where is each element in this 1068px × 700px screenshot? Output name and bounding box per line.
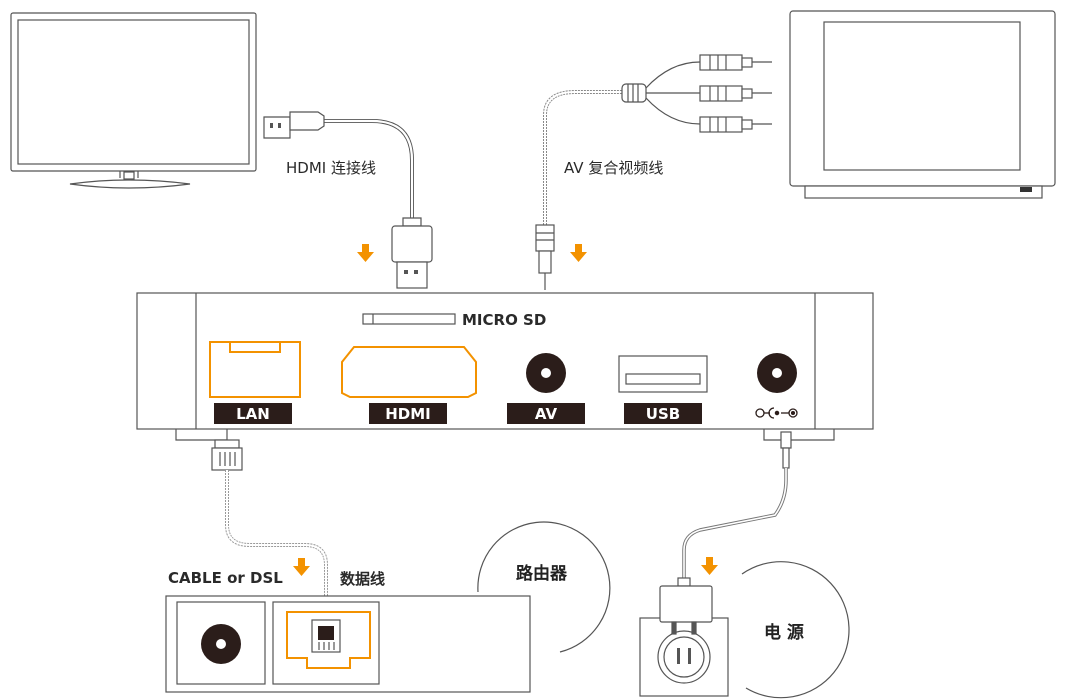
cable-dsl-label: CABLE or DSL [168, 569, 283, 587]
power-label: 电 源 [764, 622, 804, 643]
lan-port-label: LAN [236, 405, 270, 423]
hdmi-cable-label: HDMI 连接线 [286, 159, 376, 177]
power-adapter [659, 577, 713, 635]
dc-power-symbol-icon [755, 407, 798, 419]
arrow-down-icon [701, 557, 718, 575]
dc-power-port [757, 353, 797, 393]
hdmi-port [341, 346, 477, 398]
av-port-label-bg [507, 403, 585, 424]
tv-monitor-left [10, 12, 257, 189]
wall-socket [639, 617, 729, 697]
hdmi-port-label: HDMI [385, 405, 431, 423]
power-cable [682, 431, 792, 580]
modem-lan-port [286, 611, 371, 669]
av-cable-label: AV 复合视频线 [564, 159, 663, 177]
av-cable [535, 54, 772, 290]
tv-monitor-right [789, 10, 1056, 199]
usb-port-label: USB [646, 405, 680, 423]
usb-port [618, 355, 708, 393]
router-circle [477, 521, 611, 653]
arrow-down-icon [357, 244, 374, 262]
arrow-down-icon [570, 244, 587, 262]
hdmi-port-label-bg [369, 403, 447, 424]
lan-plug [311, 619, 341, 653]
arrow-down-icon [293, 558, 310, 576]
micro-sd-label: MICRO SD [462, 311, 546, 329]
hdmi-cable [263, 111, 433, 289]
power-circle [741, 561, 850, 699]
coax-port [201, 624, 241, 664]
usb-port-label-bg [624, 403, 702, 424]
av-port-label: AV [535, 405, 558, 423]
data-cable-label: 数据线 [340, 570, 385, 588]
lan-port [209, 341, 301, 398]
micro-sd-slot [362, 313, 456, 325]
av-port [526, 353, 566, 393]
lan-port-label-bg [214, 403, 292, 424]
router-label: 路由器 [516, 563, 568, 584]
